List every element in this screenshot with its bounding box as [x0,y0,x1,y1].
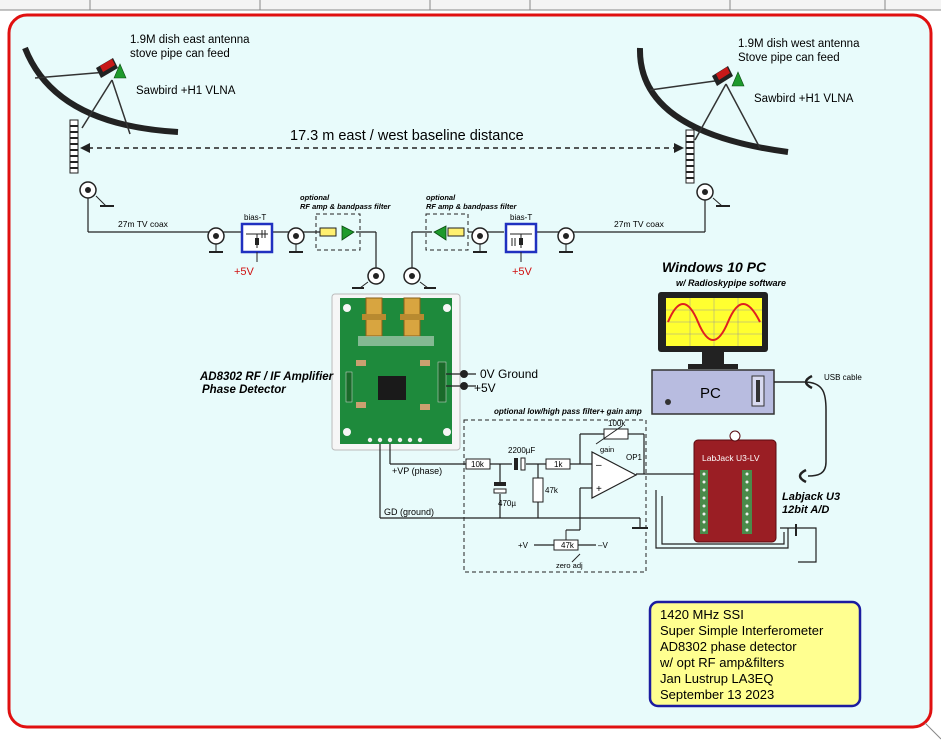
east-antenna-label-2: stove pipe can feed [130,48,230,60]
east-lna-label: Sawbird +H1 VLNA [136,85,236,97]
resistor-10k [465,458,491,470]
info-line-3: AD8302 phase detector [660,639,797,654]
pot-47k-label: 47k [561,541,575,550]
coax-connector-west-2 [471,227,489,253]
biast-right [504,222,538,254]
resistor-100k-label: 100k [608,419,626,428]
info-line-4: w/ opt RF amp&filters [659,655,785,670]
labjack-device [693,430,777,543]
east-feed-icon [96,58,127,79]
east-dish [22,46,179,174]
optional-right-label-2: RF amp & bandpass filter [426,202,518,211]
usb-cable-label: USB cable [824,373,862,382]
optional-rf-amp-left [315,213,361,251]
supply-terminals [446,370,476,390]
east-antenna-label-1: 1.9M dish east antenna [130,34,250,46]
signal-wires [379,433,698,546]
ad8302-label-1: AD8302 RF / IF Amplifier [199,371,334,383]
optional-left-label-1: optional [300,193,330,202]
op-amp: – + [591,451,638,499]
pc-box-label: PC [700,385,721,402]
resistor-1k [545,458,571,470]
filter-dashed-box [463,419,647,573]
west-dish [636,47,789,184]
optional-rf-amp-right [425,213,469,251]
zero-adj-arrow [571,553,581,563]
filter-title: optional low/high pass filter+ gain amp [494,407,642,416]
top-ruler [0,0,941,11]
ad8302-board [331,293,461,451]
gain-arrow [595,425,623,445]
coax-connector-east-1 [207,227,225,253]
monitor-icon [658,292,768,369]
gain-label: gain [600,445,614,454]
info-box [648,600,862,708]
baseline-label: 17.3 m east / west baseline distance [290,128,524,144]
coax-connector-board-left [352,267,385,289]
plus5v-right-label: +5V [512,266,533,278]
plus5v-left-label: +5V [234,266,255,278]
gd-ground-label: GD (ground) [384,507,434,517]
resistor-47k [532,477,544,503]
west-feed-icon [712,66,745,87]
ground-0v-label: 0V Ground [480,367,538,381]
corner-mark [924,722,941,740]
resistor-100k [603,428,629,440]
ad8302-label-2: Phase Detector [202,384,286,396]
west-antenna-label-1: 1.9M dish west antenna [738,38,860,50]
info-line-6: September 13 2023 [660,687,774,702]
biast-left-label: bias-T [244,213,266,222]
west-lna-label: Sawbird +H1 VLNA [754,93,854,105]
capacitor-2200 [514,457,526,471]
svg-text:–: – [596,460,602,471]
resistor-10k-label: 10k [471,460,485,469]
optional-left-label-2: RF amp & bandpass filter [300,202,392,211]
info-line-1: 1420 MHz SSI [660,607,744,622]
capacitor-470-label: 470µ [498,499,516,508]
resistor-47k-label: 47k [545,486,559,495]
capacitor-470 [493,482,507,494]
coax-connector-west-dish [696,183,730,207]
biast-right-label: bias-T [510,213,532,222]
coax-connector-board-right [403,267,436,289]
coax-connector-east-dish [79,181,114,207]
west-antenna-label-2: Stove pipe can feed [738,52,840,64]
usb-cable [774,374,827,484]
pc-title: Windows 10 PC [662,259,767,275]
resistor-1k-label: 1k [554,460,563,469]
coax-right-label: 27m TV coax [614,219,665,229]
pc-subtitle: w/ Radioskypipe software [676,278,786,288]
coax-left-label: 27m TV coax [118,219,169,229]
labjack-label-1: Labjack U3 [782,491,840,503]
labjack-signal-wires [655,490,817,563]
minus-v-label: –V [598,541,608,550]
info-line-5: Jan Lustrup LA3EQ [660,671,773,686]
optional-right-label-1: optional [426,193,456,202]
info-line-2: Super Simple Interferometer [660,623,824,638]
op1-label: OP1 [626,453,643,462]
coax-connector-west-1 [557,227,575,253]
labjack-label-2: 12bit A/D [782,504,829,516]
vp-phase-label: +VP (phase) [392,466,442,476]
plus5v-board-label: +5V [474,381,496,395]
capacitor-2200-label: 2200µF [508,446,535,455]
coax-connector-east-2 [287,227,305,253]
labjack-brand: LabJack U3-LV [702,453,760,463]
zero-adj-label: zero adj [556,561,583,570]
baseline-arrow [80,143,684,153]
pc-case [651,369,775,415]
plus-v-label: +V [518,541,529,550]
svg-text:+: + [596,484,602,495]
biast-left [240,222,274,254]
